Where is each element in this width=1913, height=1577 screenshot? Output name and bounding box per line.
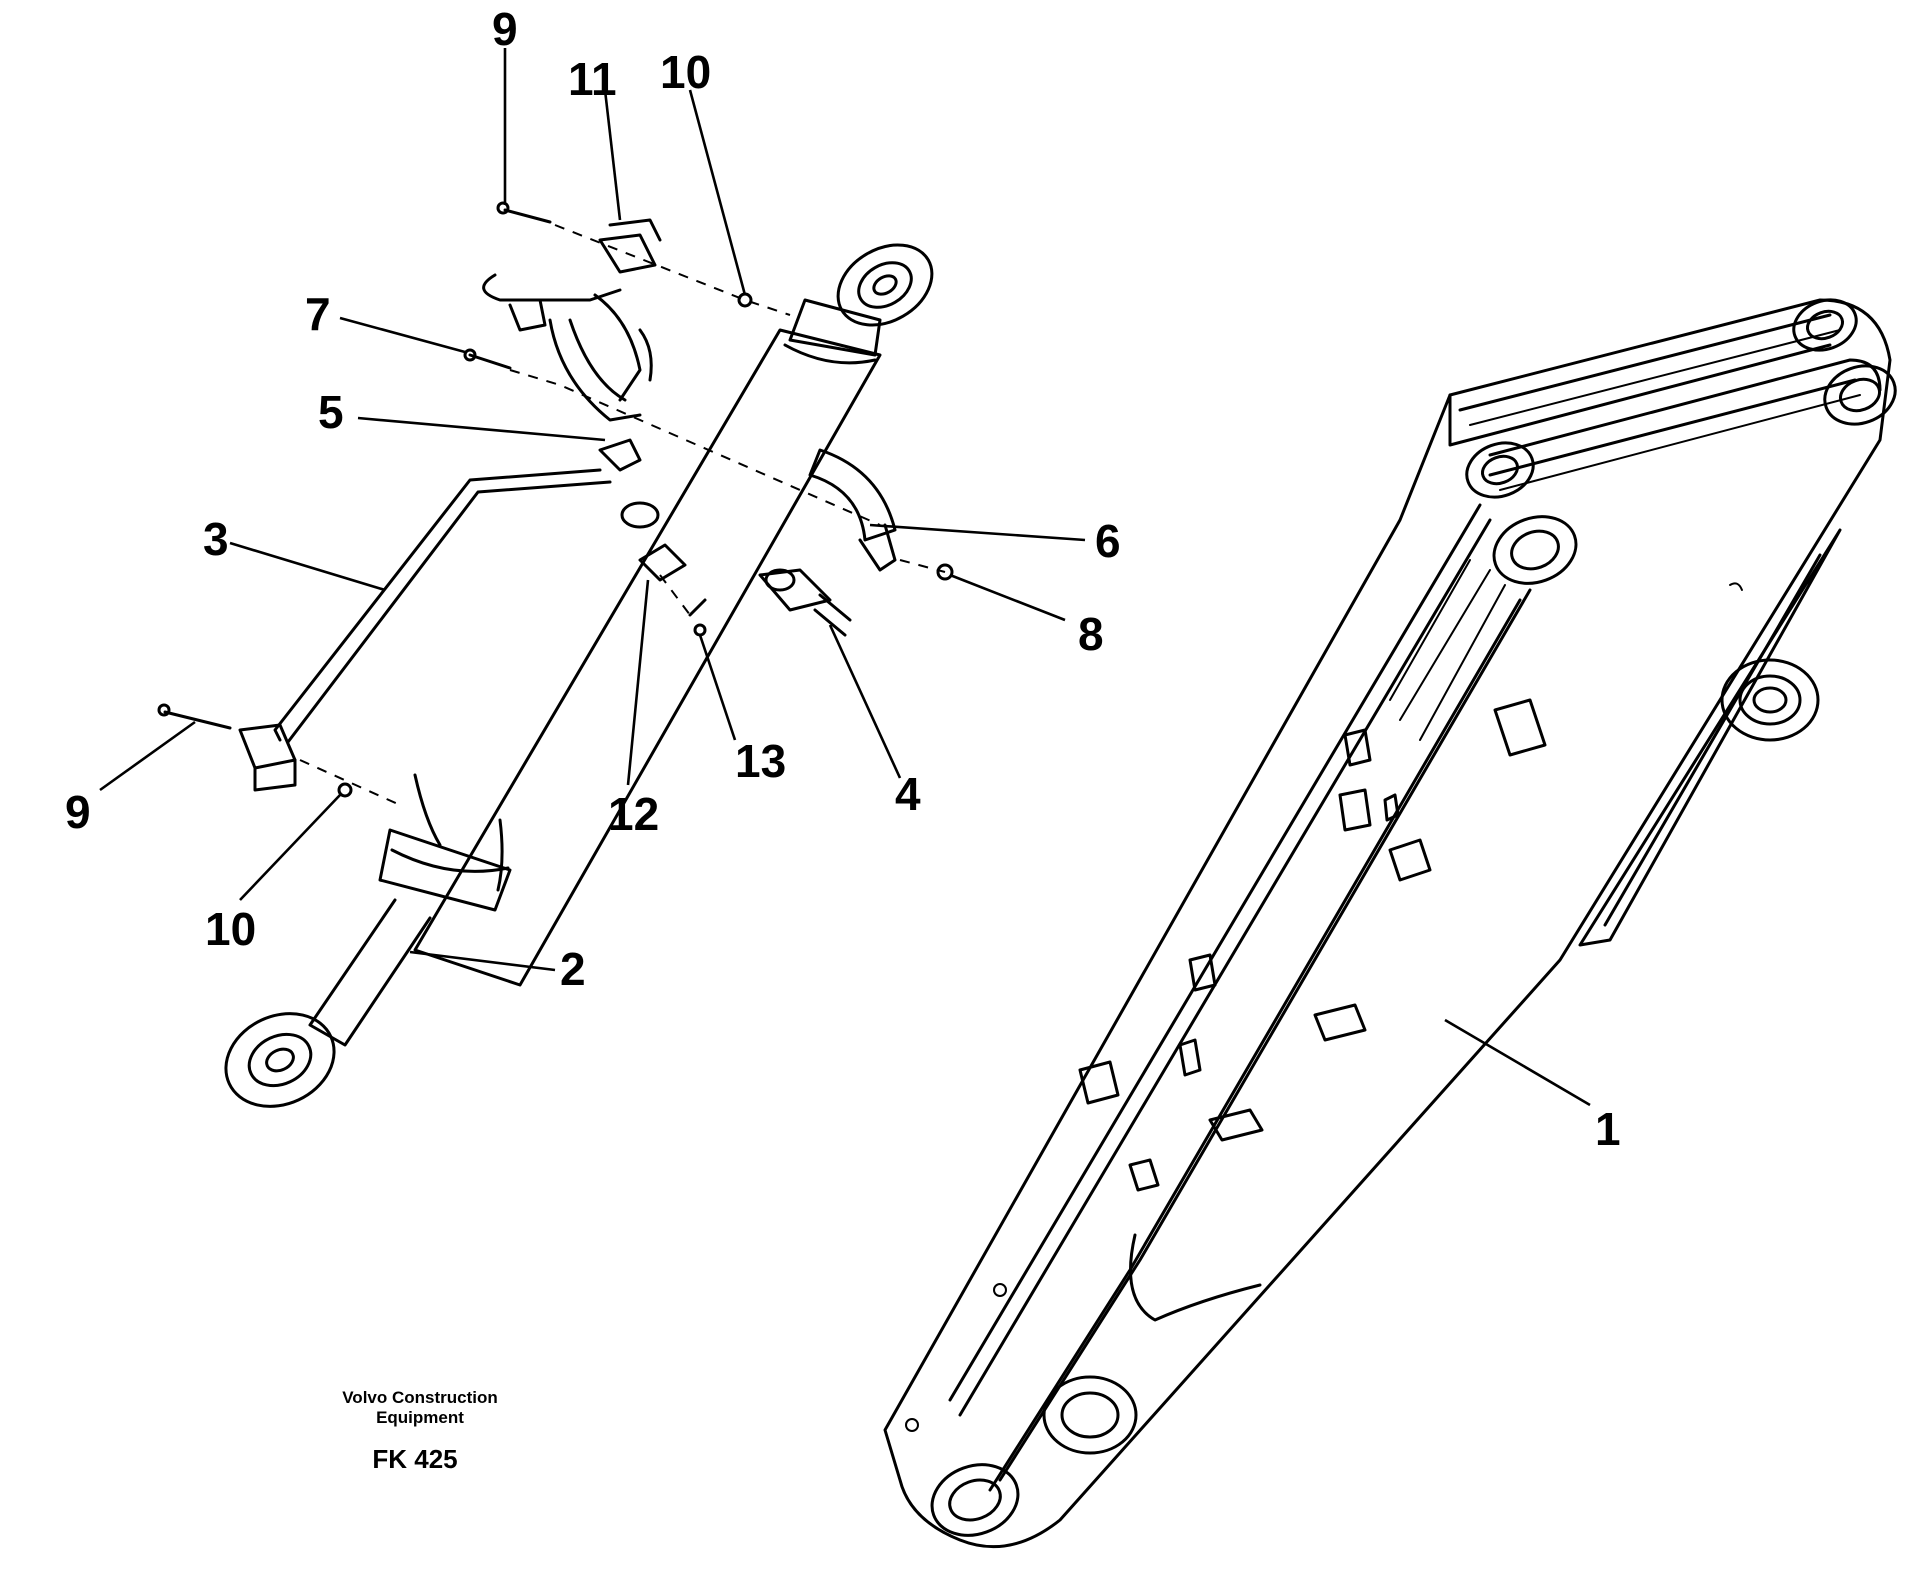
part-numbers: 9 11 10 7 5 3 6 8 13 12 4 9 10 2 1 [65,3,1621,1155]
publisher-credit: Volvo Construction Equipment FK 425 [342,1388,498,1474]
label-part-1: 1 [1595,1103,1621,1155]
label-part-10-top: 10 [660,46,711,98]
assembly-lines [299,224,946,806]
label-part-13: 13 [735,735,786,787]
credit-line-1: Volvo Construction [342,1388,498,1407]
credit-line-2: Equipment [376,1408,464,1427]
label-part-9-bottom: 9 [65,786,91,838]
pipe-assembly [157,201,954,798]
hydraulic-cylinder [224,243,934,1108]
label-part-9-top: 9 [492,3,518,55]
label-part-10-bottom: 10 [205,903,256,955]
label-part-6: 6 [1095,515,1121,567]
diagram-code: FK 425 [372,1444,457,1474]
label-part-12: 12 [608,788,659,840]
label-part-4: 4 [895,768,921,820]
label-part-7: 7 [305,288,331,340]
label-part-3: 3 [203,513,229,565]
label-part-11: 11 [568,53,617,105]
label-part-5: 5 [318,386,344,438]
label-part-2: 2 [560,943,586,995]
label-part-8: 8 [1078,608,1104,660]
leader-lines [99,48,1591,1107]
boom-arm [883,298,1897,1549]
